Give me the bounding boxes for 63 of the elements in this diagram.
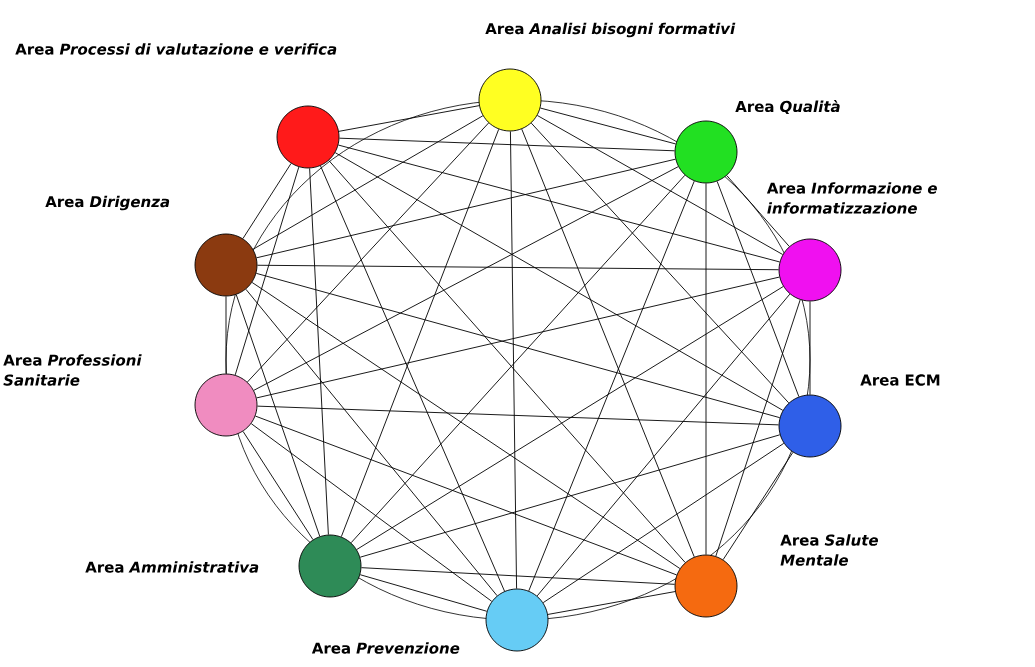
connector-line [250,423,493,602]
area-label: Area Dirigenza [45,195,170,211]
connector-line [536,115,784,255]
connector-line [309,167,329,536]
connector-line [521,128,695,558]
connector-line [257,264,779,271]
area-circle [674,554,738,618]
area-circle [194,373,258,437]
connector-line [340,128,500,538]
connector-line [539,107,677,145]
area-circle [298,534,362,598]
area-circle [478,68,542,132]
connector-line [360,567,676,585]
connector-line [339,137,676,152]
connector-line [252,115,484,250]
connector-line [255,272,781,419]
connector-line [256,276,780,399]
connector-line [256,158,676,259]
area-label: Area Analisi bisogni formativi [485,22,736,38]
connector-line [716,180,800,398]
connector-line [536,293,791,597]
connector-line [359,574,488,612]
area-circle [778,394,842,458]
connector-line [510,131,518,589]
connector-line [247,122,490,383]
connector-line [257,405,780,426]
connector-line [359,434,781,558]
connector-line [251,282,681,569]
area-label: Area ECM [860,374,940,386]
area-label: Area Processi di valutazione e verifica [15,43,337,55]
connector-line [255,415,678,576]
area-circle [276,105,340,169]
area-label: Area Informazione e informatizzazione [766,182,937,214]
connector-line [528,180,695,592]
connector-line [542,442,785,604]
connector-line [242,430,314,541]
connector-line [726,175,790,247]
area-circle [674,120,738,184]
connector-line [235,294,321,537]
connector-line [356,286,784,550]
connector-line [334,152,784,411]
area-circle [194,233,258,297]
connector-line [320,165,505,592]
connector-line [253,166,679,391]
connector-line [530,122,790,404]
connector-line [722,451,794,561]
area-label: Area Salute Mentale [780,534,879,566]
connector-line [705,183,707,555]
area-circle [778,238,842,302]
area-label: Area Prevenzione [311,642,460,654]
area-label: Area Professioni Sanitarie [3,354,142,386]
connector-line [234,166,300,376]
connector-line [547,591,676,615]
connector-line [715,299,801,557]
connector-line [337,144,781,263]
connector-line [245,288,498,597]
area-label: Area Qualità [735,99,840,115]
area-circle [485,588,549,652]
area-label: Area Amministrativa [85,561,259,573]
connector-line [809,301,811,395]
connector-line [338,105,480,132]
connector-line [225,296,227,374]
connector-line [242,163,292,239]
